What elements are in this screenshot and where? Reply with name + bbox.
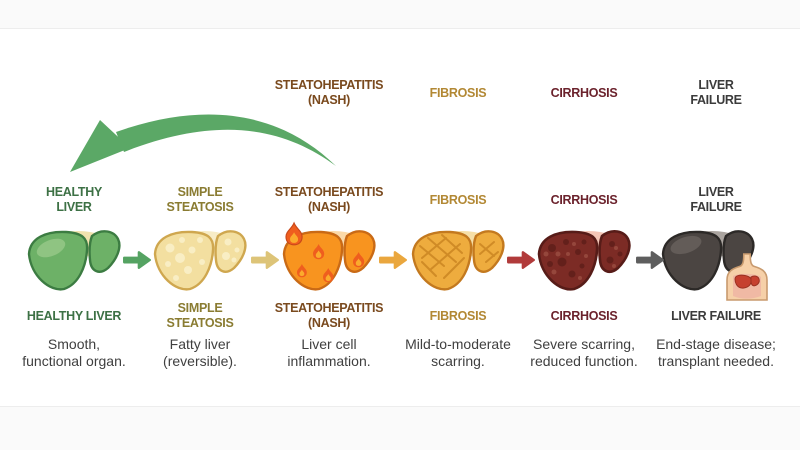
stage-description-fibrosis: Mild-to-moderate scarring. xyxy=(405,336,511,370)
stage-name-upper-nash: STEATOHEPATITIS (NASH) xyxy=(274,185,384,214)
stage-name-lower-failure: LIVER FAILURE xyxy=(671,308,761,323)
stage-description-cirrhosis: Severe scarring, reduced function. xyxy=(530,336,638,370)
stage-name-lower-steatosis: SIMPLE STEATOSIS xyxy=(166,301,234,330)
stage-top-label-liver-failure: LIVER FAILURE xyxy=(690,78,742,107)
stage-name-lower-cirrhosis: CIRRHOSIS xyxy=(550,308,618,323)
healthy-liver-icon xyxy=(27,230,121,291)
cirrhotic-liver-icon xyxy=(537,229,631,291)
fibrotic-liver-icon xyxy=(411,230,505,291)
progression-arrow-icon xyxy=(379,251,407,269)
stage-description-nash: Liver cell inflammation. xyxy=(287,336,371,370)
progression-arrow-icon xyxy=(251,251,279,269)
stage-name-upper-fibrosis: FIBROSIS xyxy=(429,192,487,207)
stage-top-label-cirrhosis: CIRRHOSIS xyxy=(550,85,618,100)
stage-description-healthy: Smooth, functional organ. xyxy=(22,336,126,370)
reversibility-arrow-icon xyxy=(70,114,336,172)
stage-name-upper-steatosis: SIMPLE STEATOSIS xyxy=(166,185,234,214)
bottom-band xyxy=(0,406,800,450)
stage-description-failure: End-stage disease; transplant needed. xyxy=(656,336,776,370)
fatty-liver-icon xyxy=(153,230,247,291)
stage-name-lower-nash: STEATOHEPATITIS (NASH) xyxy=(274,301,384,330)
progression-arrow-icon xyxy=(507,251,535,269)
top-band xyxy=(0,0,800,29)
stage-name-upper-healthy: HEALTHY LIVER xyxy=(46,185,102,214)
progression-arrow-icon xyxy=(123,251,151,269)
stage-name-upper-cirrhosis: CIRRHOSIS xyxy=(550,192,618,207)
inflamed-liver-icon xyxy=(282,222,376,291)
stage-name-lower-fibrosis: FIBROSIS xyxy=(429,308,487,323)
stage-name-lower-healthy: HEALTHY LIVER xyxy=(26,308,122,323)
failed-liver-icon xyxy=(661,230,755,291)
progression-arrow-icon xyxy=(636,251,664,269)
stage-top-label-nash: STEATOHEPATITIS (NASH) xyxy=(274,78,384,107)
stage-name-upper-failure: LIVER FAILURE xyxy=(690,185,742,214)
stage-top-label-fibrosis: FIBROSIS xyxy=(429,85,487,100)
stage-description-steatosis: Fatty liver (reversible). xyxy=(163,336,237,370)
human-torso-icon xyxy=(726,253,768,301)
